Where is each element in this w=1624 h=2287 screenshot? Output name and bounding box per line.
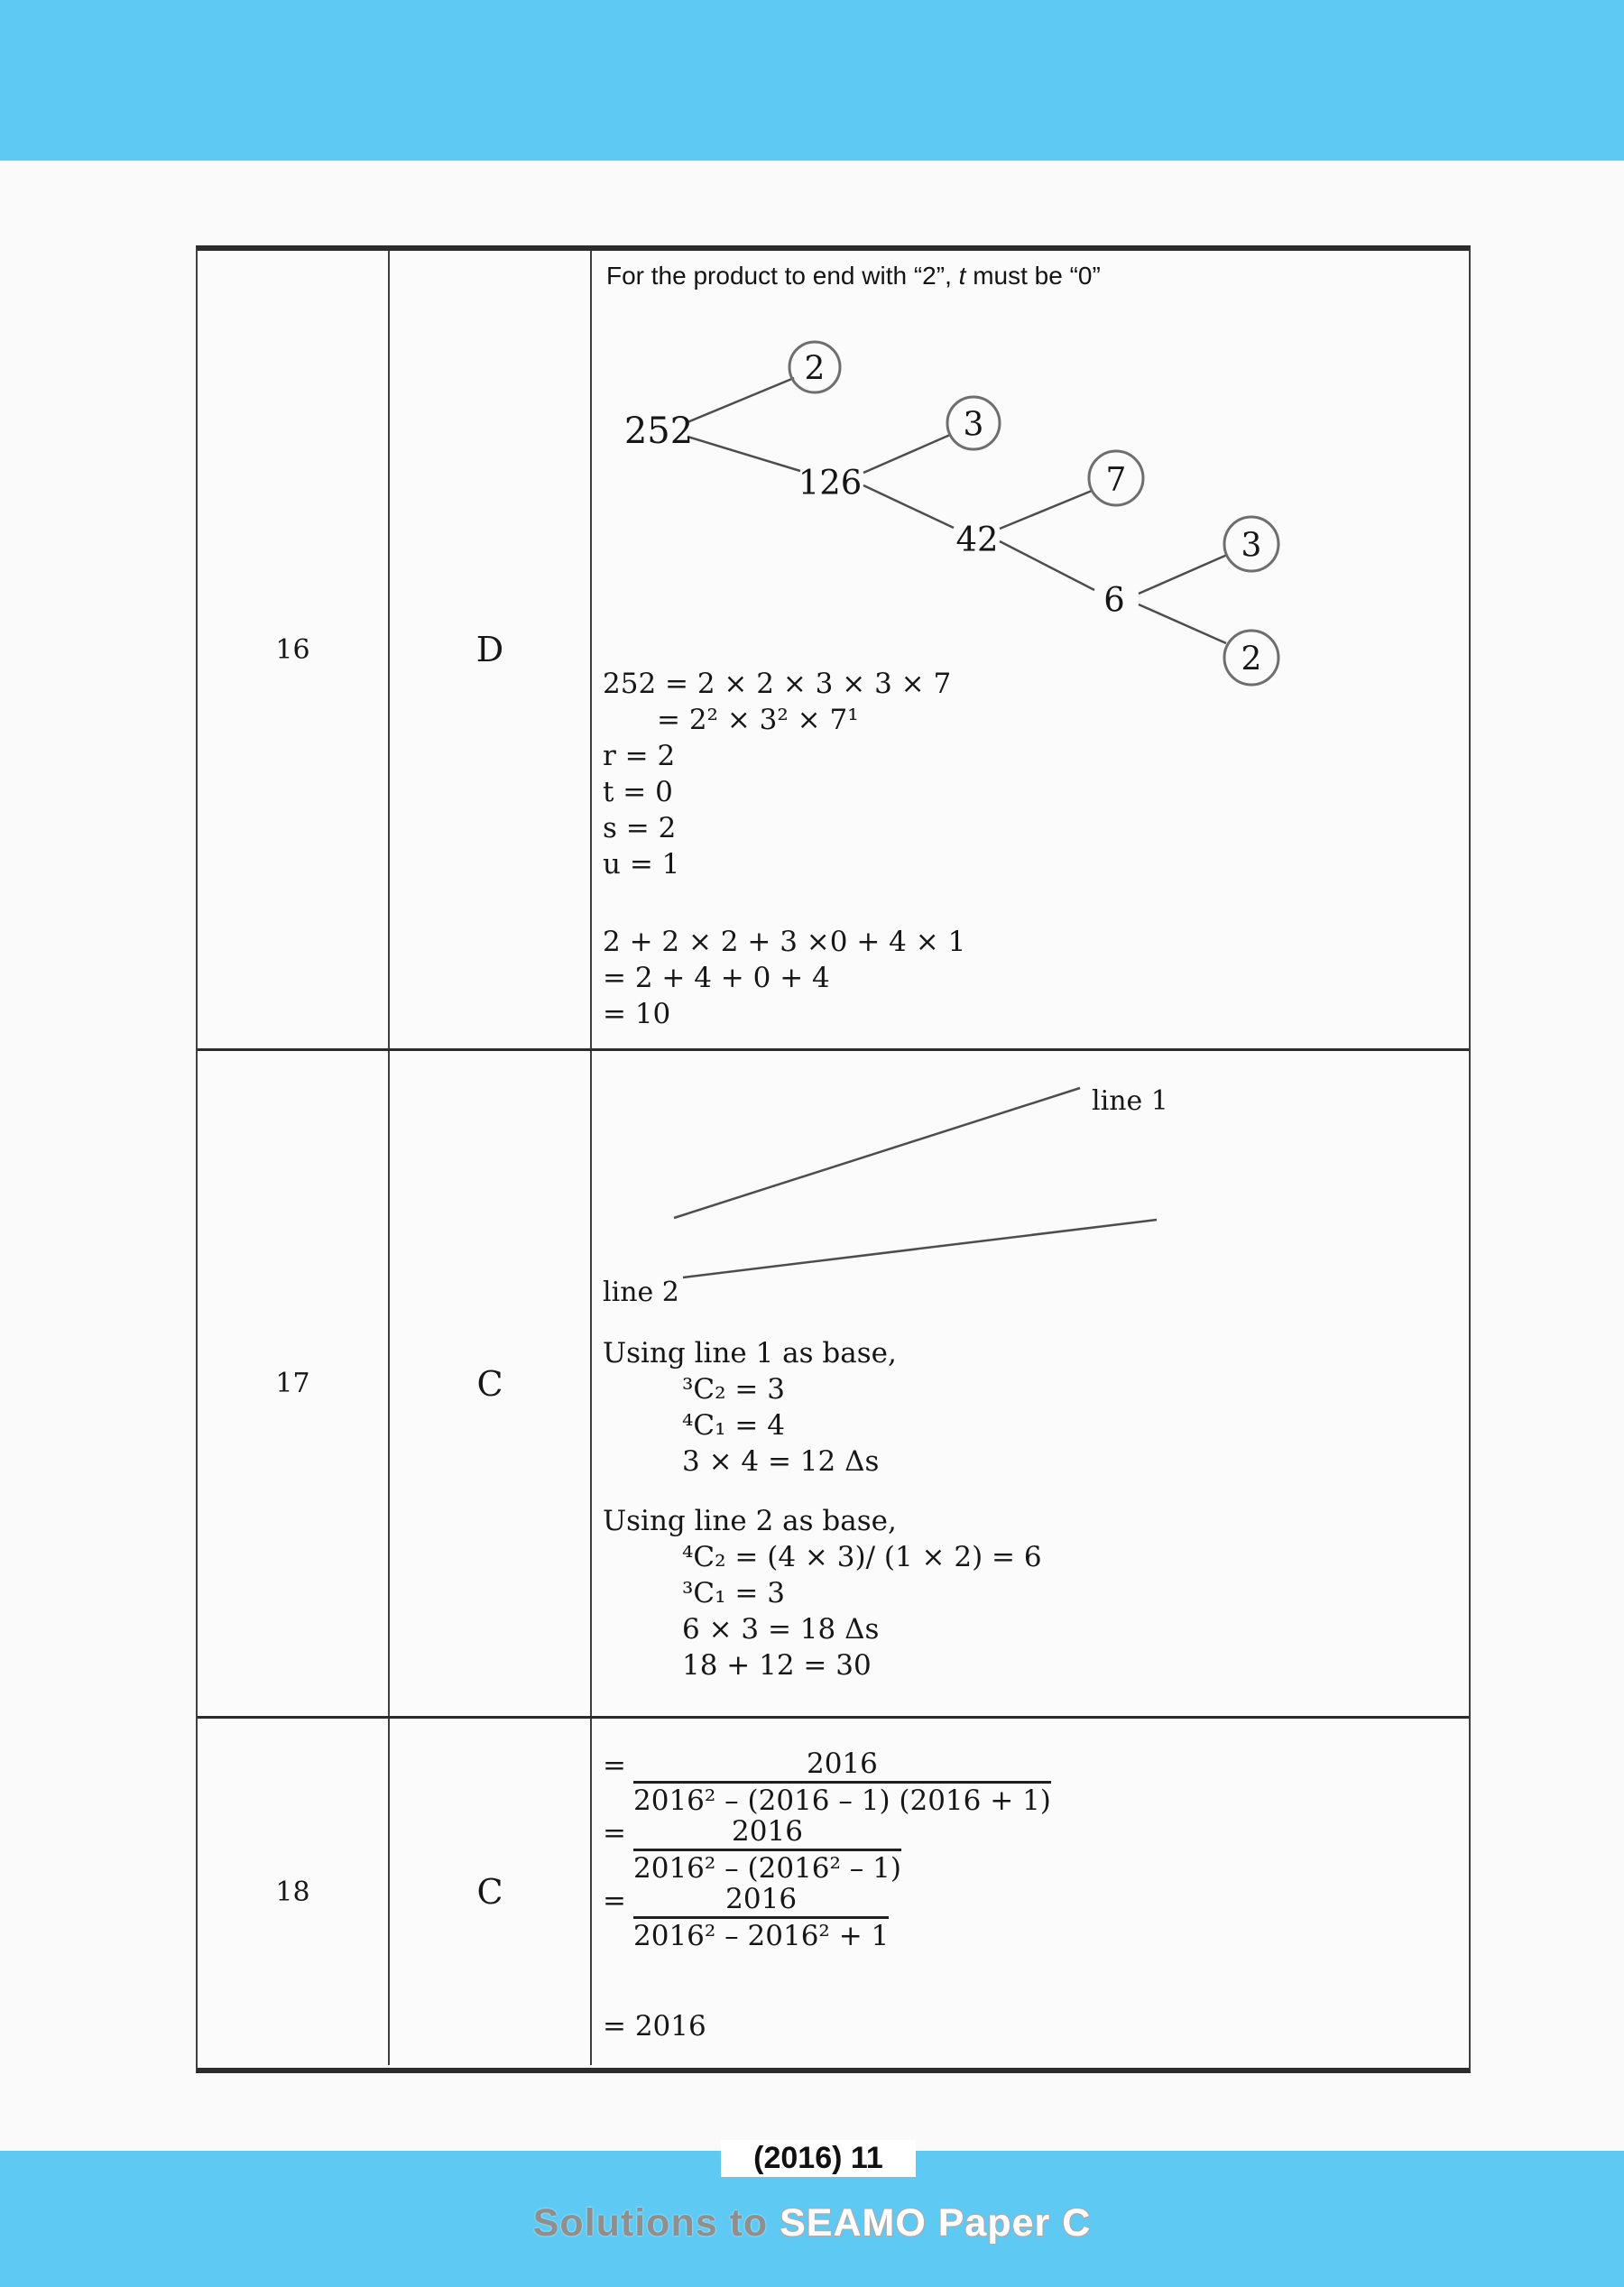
- work-line: = 10: [603, 998, 671, 1030]
- header-band: [0, 0, 1624, 161]
- svg-text:2: 2: [805, 351, 826, 388]
- svg-text:line 1: line 1: [1092, 1085, 1168, 1117]
- answer-cell: C: [390, 1719, 592, 2065]
- factor-tree-diagram: 252 126 42 6 2 3 7 3 2: [624, 340, 1280, 687]
- lines-diagram: line 1 line 2: [603, 1085, 1168, 1308]
- answer-cell: C: [390, 1051, 592, 1716]
- svg-text:line 2: line 2: [603, 1277, 679, 1308]
- equation-line: = 2016 2016² – (2016 – 1) (2016 + 1): [603, 1748, 1051, 1816]
- work-line: s = 2: [603, 812, 677, 844]
- answer-letter: C: [476, 1363, 503, 1404]
- fraction-denominator: 2016² – 2016² + 1: [633, 1920, 890, 1952]
- answer-cell: D: [390, 251, 592, 1048]
- solution-cell: = 2016 2016² – (2016 – 1) (2016 + 1) = 2…: [592, 1719, 1469, 2065]
- footer-title-prefix: Solutions to: [532, 2201, 780, 2245]
- question-number: 17: [275, 1368, 310, 1399]
- work-line: t = 0: [603, 776, 673, 808]
- solutions-table: 16 D For the product to end with “2”, t …: [196, 245, 1471, 2073]
- work-line: ⁴C₂ = (4 × 3)/ (1 × 2) = 6: [682, 1541, 1042, 1573]
- work-line: Using line 1 as base,: [603, 1337, 897, 1369]
- intro-text-tail: must be “0”: [965, 262, 1101, 290]
- intro-text: For the product to end with “2”,: [606, 262, 959, 290]
- work-line: 252 = 2 × 2 × 3 × 3 × 7: [603, 668, 952, 700]
- equals-sign: =: [603, 1749, 626, 1782]
- question-number-cell: 17: [198, 1051, 390, 1716]
- table-row-17: 17 C line 1 line 2 Using line 1 as base, …: [198, 1051, 1469, 1719]
- question-number: 18: [275, 1876, 310, 1908]
- svg-text:7: 7: [1106, 462, 1127, 499]
- question-number-cell: 16: [198, 251, 390, 1048]
- fraction: 2016 2016² – 2016² + 1: [633, 1884, 890, 1952]
- work-line: ⁴C₁ = 4: [682, 1409, 785, 1442]
- work-line: = 2² × 3² × 7¹: [657, 704, 859, 736]
- work-line: r = 2: [603, 740, 676, 772]
- table-row-16: 16 D For the product to end with “2”, t …: [198, 251, 1469, 1051]
- work-line-spacer: [603, 1480, 1042, 1503]
- final-result: = 2016: [603, 2010, 706, 2043]
- answer-letter: D: [475, 630, 504, 669]
- svg-text:2: 2: [1241, 641, 1262, 678]
- work-line: 3 × 4 = 12 Δs: [682, 1445, 880, 1478]
- page-number-box: (2016) 11: [721, 2140, 916, 2177]
- work-line: = 2 + 4 + 0 + 4: [603, 962, 830, 994]
- work-line-spacer: [603, 882, 965, 924]
- work-line: 6 × 3 = 18 Δs: [682, 1613, 880, 1646]
- work-line: ³C₂ = 3: [682, 1373, 785, 1406]
- svg-text:3: 3: [964, 407, 984, 444]
- fraction-numerator: 2016: [633, 1748, 1051, 1784]
- work-line: 18 + 12 = 30: [682, 1649, 872, 1682]
- fraction: 2016 2016² – (2016 – 1) (2016 + 1): [633, 1748, 1051, 1816]
- work-line: ³C₁ = 3: [682, 1577, 785, 1609]
- fraction-numerator: 2016: [633, 1816, 901, 1851]
- solution-work-16: 252 = 2 × 2 × 3 × 3 × 7 = 2² × 3² × 7¹ r…: [603, 666, 965, 1032]
- equation-line: = 2016 2016² – (2016² – 1): [603, 1816, 1051, 1884]
- solution-cell: For the product to end with “2”, t must …: [592, 251, 1469, 1048]
- svg-text:3: 3: [1241, 528, 1262, 565]
- fraction-numerator: 2016: [633, 1884, 890, 1919]
- question-number-cell: 18: [198, 1719, 390, 2065]
- table-row-18: 18 C = 2016 2016² – (2016 – 1) (2016 + 1…: [198, 1719, 1469, 2065]
- answer-letter: C: [476, 1872, 503, 1912]
- work-line: u = 1: [603, 848, 680, 881]
- svg-text:126: 126: [798, 464, 863, 503]
- svg-text:42: 42: [955, 521, 998, 559]
- footer-title: Solutions to SEAMO Paper C: [0, 2201, 1624, 2246]
- equals-sign: =: [603, 1885, 626, 1917]
- fraction-denominator: 2016² – (2016² – 1): [633, 1852, 901, 1885]
- fraction-denominator: 2016² – (2016 – 1) (2016 + 1): [633, 1784, 1051, 1817]
- work-line: Using line 2 as base,: [603, 1505, 897, 1537]
- equation-line: = 2016 2016² – 2016² + 1: [603, 1884, 1051, 1951]
- solution-intro: For the product to end with “2”, t must …: [606, 262, 1101, 290]
- footer-title-name: SEAMO Paper C: [780, 2201, 1092, 2245]
- solution-work-18: = 2016 2016² – (2016 – 1) (2016 + 1) = 2…: [603, 1748, 1051, 2044]
- equals-sign: =: [603, 1817, 626, 1849]
- question-number: 16: [275, 633, 310, 666]
- solution-cell: line 1 line 2 Using line 1 as base, ³C₂ =…: [592, 1051, 1469, 1716]
- solution-work-17: Using line 1 as base, ³C₂ = 3 ⁴C₁ = 4 3 …: [603, 1335, 1042, 1683]
- page-number: (2016) 11: [753, 2141, 883, 2175]
- svg-text:6: 6: [1103, 581, 1125, 620]
- work-line: 2 + 2 × 2 + 3 ×0 + 4 × 1: [603, 926, 966, 958]
- svg-text:252: 252: [624, 410, 693, 452]
- fraction: 2016 2016² – (2016² – 1): [633, 1816, 901, 1884]
- intro-variable: t: [958, 262, 966, 290]
